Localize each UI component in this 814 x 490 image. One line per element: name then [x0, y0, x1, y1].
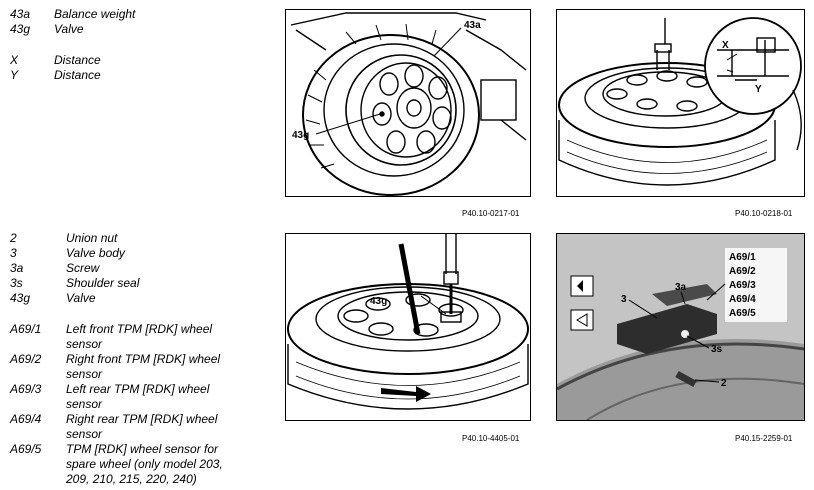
- valve-symbol-icon: [576, 313, 588, 327]
- valve-illustration: 43g: [287, 234, 529, 410]
- legend-text: Left front TPM [RDK] wheel sensor: [66, 322, 213, 351]
- legend-key: Y: [10, 68, 19, 82]
- legend-text: Screw: [66, 261, 100, 275]
- label-a69-1: A69/1: [729, 252, 756, 263]
- legend-key: 43g: [10, 291, 31, 305]
- callout-3a: 3a: [675, 282, 687, 293]
- label-a69-3: A69/3: [729, 280, 756, 291]
- figure-caption: P40.10-4405-01: [462, 434, 520, 443]
- callout-3: 3: [621, 294, 627, 305]
- legend-text: Right rear TPM [RDK] wheel sensor: [66, 412, 218, 441]
- wheel-balancer-illustration: 43a 43g: [290, 12, 527, 196]
- legend-key: A69/2: [10, 352, 42, 366]
- callout-43a: 43a: [464, 20, 481, 31]
- figure-caption: P40.10-0217-01: [462, 209, 520, 218]
- legend-text: Valve: [66, 291, 96, 305]
- figure-caption: P40.15-2259-01: [735, 434, 793, 443]
- legend-key: 3a: [10, 261, 24, 275]
- callout-x: X: [722, 40, 729, 51]
- figure-distance-check: X Y: [556, 9, 805, 197]
- callout-43g: 43g: [292, 130, 309, 141]
- legend-text: TPM [RDK] wheel sensor for spare wheel (…: [66, 442, 223, 486]
- legend-text: Shoulder seal: [66, 276, 140, 290]
- callout-y: Y: [755, 84, 762, 95]
- legend-key: 43g: [10, 22, 31, 36]
- legend-text: Union nut: [66, 231, 118, 245]
- callout-43g: 43g: [370, 296, 387, 307]
- label-a69-5: A69/5: [729, 308, 756, 319]
- figure-valve-tightening: 43g: [285, 233, 531, 421]
- callout-3s: 3s: [711, 344, 723, 355]
- distance-illustration: X Y: [558, 17, 802, 186]
- legend-key: 43a: [10, 7, 31, 21]
- legend-key: A69/5: [10, 442, 42, 456]
- legend-key: A69/3: [10, 382, 42, 396]
- sensor-symbol-icon: [577, 280, 583, 292]
- figure-balance-wheel: 43a 43g: [285, 9, 531, 197]
- legend-key: A69/1: [10, 322, 42, 336]
- legend-text: Distance: [54, 53, 101, 67]
- legend-text: Distance: [54, 68, 101, 82]
- tpm-sensor-photo: A69/1 A69/2 A69/3 A69/4 A69/5 3 3a 3s 2: [557, 234, 804, 420]
- legend-key: 3s: [10, 276, 23, 290]
- figure-caption: P40.10-0218-01: [735, 209, 793, 218]
- legend-key: 3: [10, 246, 17, 260]
- callout-2: 2: [721, 378, 727, 389]
- label-a69-4: A69/4: [729, 294, 756, 305]
- legend-text: Right front TPM [RDK] wheel sensor: [66, 352, 221, 381]
- legend-key: 2: [10, 231, 17, 245]
- label-a69-2: A69/2: [729, 266, 756, 277]
- legend-text: Valve: [54, 22, 84, 36]
- legend-key: X: [10, 53, 19, 67]
- legend-text: Valve body: [66, 246, 125, 260]
- legend-key: A69/4: [10, 412, 42, 426]
- legend-text: Left rear TPM [RDK] wheel sensor: [66, 382, 210, 411]
- legend-text: Balance weight: [54, 7, 136, 21]
- rotation-arrow-icon: [381, 386, 431, 402]
- figure-tpm-sensor: A69/1 A69/2 A69/3 A69/4 A69/5 3 3a 3s 2: [556, 233, 805, 421]
